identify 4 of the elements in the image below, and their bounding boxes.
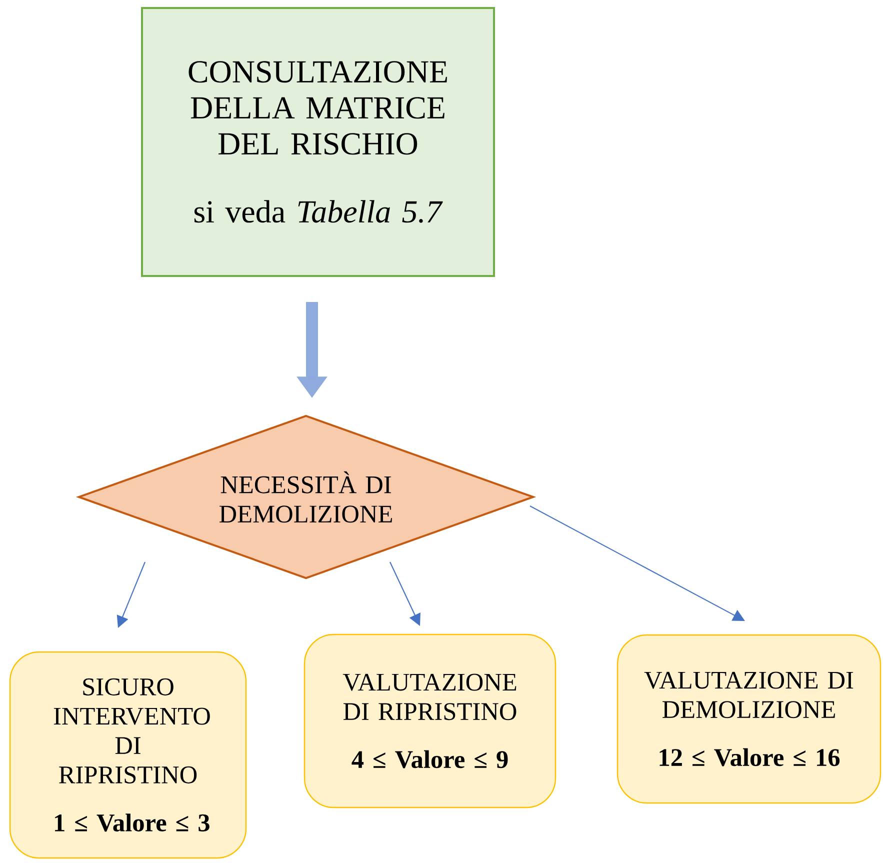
outcome-box: SICURO INTERVENTO DI RIPRISTINO 1 ≤ Valore ≤ 3 — [9, 651, 247, 859]
outcome-box: VALUTAZIONE DI DEMOLIZIONE 12 ≤ Valore ≤ 16 — [616, 634, 882, 804]
process-box: CONSULTAZIONE DELLA MATRICE DEL RISCHIO si veda Tabella 5.7 — [141, 7, 495, 277]
outcome-box: VALUTAZIONE DI RIPRISTINO 4 ≤ Valore ≤ 9 — [304, 634, 556, 808]
